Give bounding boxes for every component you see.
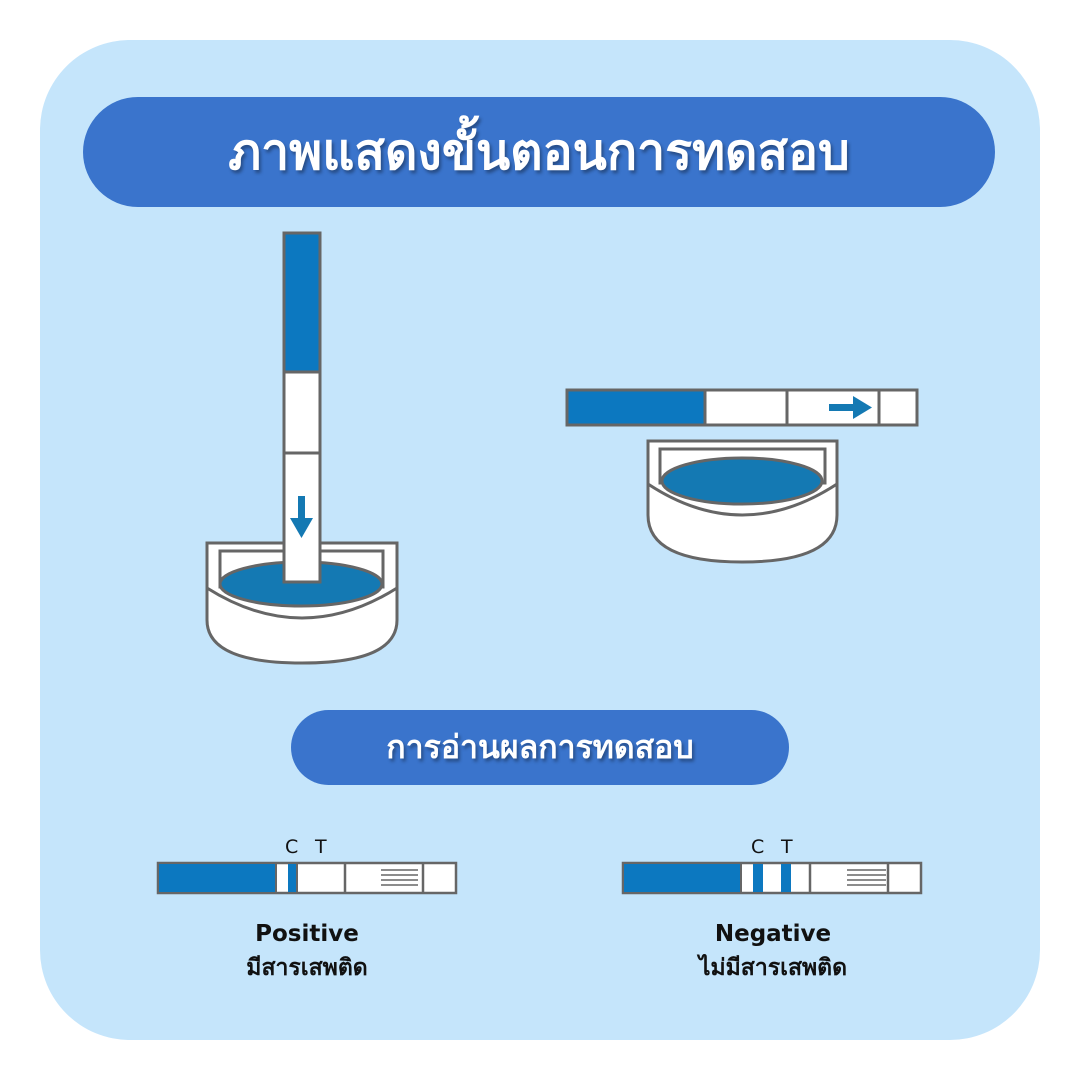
negative-strip bbox=[621, 861, 923, 895]
cup-front-rim bbox=[647, 482, 838, 517]
strip-handle-blue bbox=[285, 234, 319, 373]
result-en: Negative bbox=[714, 921, 832, 947]
control-label: C bbox=[751, 836, 765, 858]
test-line bbox=[781, 864, 791, 892]
result-th: มีสารเสพติด bbox=[246, 955, 368, 981]
section-subtitle: การอ่านผลการทดสอบ bbox=[291, 710, 789, 785]
test-label: T bbox=[781, 836, 793, 858]
cup-liquid bbox=[660, 456, 824, 506]
positive-result: Positive มีสารเสพติด bbox=[157, 917, 457, 985]
control-label: C bbox=[285, 836, 299, 858]
cup-dip-step bbox=[205, 231, 399, 665]
control-line bbox=[288, 864, 297, 892]
control-line bbox=[753, 864, 763, 892]
negative-result: Negative ไม่มีสารเสพติด bbox=[623, 917, 923, 985]
arrow-right-icon bbox=[829, 396, 872, 419]
result-en: Positive bbox=[255, 921, 359, 947]
test-label: T bbox=[315, 836, 327, 858]
cup-front-rim bbox=[206, 586, 398, 620]
page-title: ภาพแสดงขั้นตอนการทดสอบ bbox=[83, 97, 995, 207]
result-th: ไม่มีสารเสพติด bbox=[698, 955, 848, 981]
positive-strip bbox=[156, 861, 458, 895]
cup-read-step bbox=[565, 388, 919, 564]
arrow-down-icon bbox=[290, 496, 313, 538]
